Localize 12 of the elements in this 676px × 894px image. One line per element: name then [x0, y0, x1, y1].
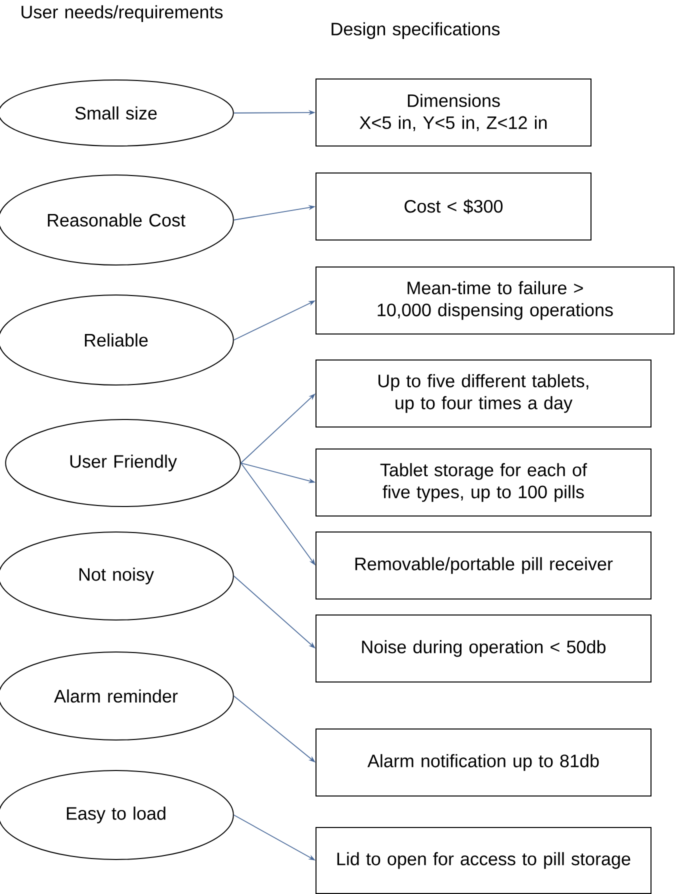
spec-box: Cost < $300	[316, 172, 592, 240]
spec-box: Tablet storage for each of five types, up to 100 pills	[316, 448, 652, 516]
spec-box: Removable/portable pill receiver	[316, 532, 652, 600]
column-heading: User needs/requirements	[22, 5, 223, 22]
spec-box: Mean-time to failure > 10,000 dispensing operations	[316, 266, 674, 334]
column-heading: Design specifications	[332, 22, 500, 39]
spec-box: Noise during operation < 50db	[316, 614, 652, 682]
ellipse-node: User Friendly	[5, 419, 241, 507]
spec-box: Dimensions X<5 in, Y<5 in, Z<12 in	[316, 78, 592, 146]
spec-box: Lid to open for access to pill storage	[316, 827, 652, 894]
spec-box: Up to five different tablets, up to four times a day	[316, 360, 652, 428]
spec-box: Alarm notification up to 81db	[316, 728, 652, 796]
